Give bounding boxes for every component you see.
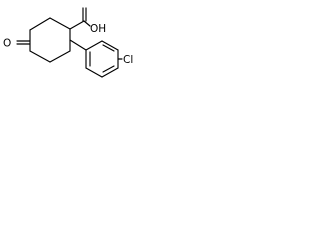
benzene-bond [85,40,103,51]
benzene-bond [101,40,119,51]
ring-bond [49,17,71,30]
carboxylic-acid-group: OH [69,7,106,35]
benzene-bond [85,67,103,78]
benzene-bond [101,67,119,78]
ring-bond [29,17,51,31]
benzene-inner-double-bond [102,44,115,52]
cyclohexane-ring [29,17,71,63]
benzene-inner-double-bond [102,65,115,73]
chlorophenyl-group: Cl [69,39,133,78]
molecule-diagram: O OH Cl [0,0,142,88]
ring-bond [29,50,51,63]
hydroxyl-bond [83,20,91,27]
carboxyl-carbon-bond [69,20,85,30]
hydroxyl-label: OH [90,23,106,35]
molecule-structure: O OH Cl [3,7,133,78]
ring-bond [49,50,71,63]
chlorine-label: Cl [123,54,133,66]
ketone-oxygen-label: O [3,38,11,50]
ketone-group: O [3,38,31,50]
aryl-bond [69,39,87,51]
